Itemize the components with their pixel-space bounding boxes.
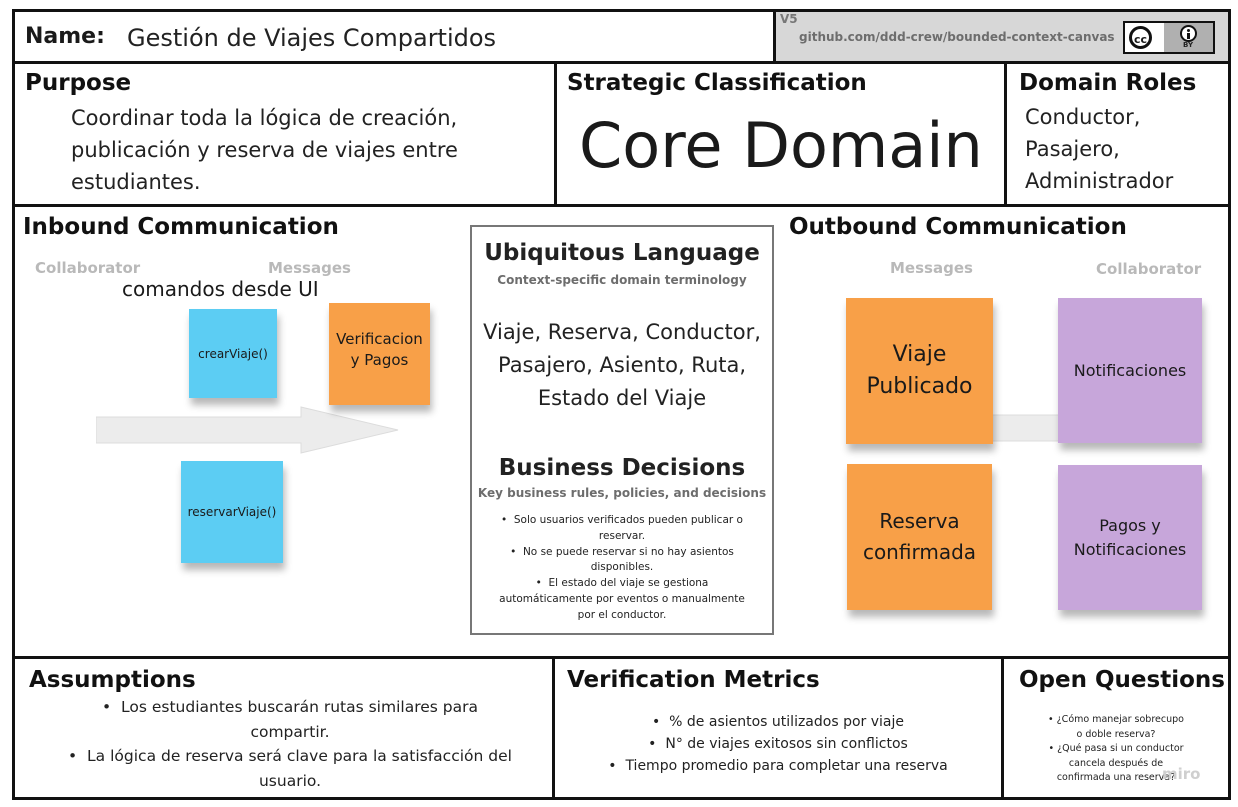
business-decisions-subtitle: Key business rules, policies, and decisi… xyxy=(477,486,767,500)
domain-roles-title: Domain Roles xyxy=(1019,70,1197,96)
strategic-title: Strategic Classification xyxy=(567,70,867,96)
verification-metrics-section: Verification Metrics • % de asientos uti… xyxy=(552,656,1004,800)
sticky-text: Verificacion y Pagos xyxy=(336,330,423,369)
ubiquitous-language-box: Ubiquitous Language Context-specific dom… xyxy=(470,225,774,635)
business-decision-item: • No se puede reservar si no hay asiento… xyxy=(510,545,734,574)
verification-title: Verification Metrics xyxy=(567,667,820,693)
sticky-notificaciones[interactable]: Notificaciones xyxy=(1058,298,1202,443)
attribution-icon xyxy=(1180,25,1197,42)
outbound-title: Outbound Communication xyxy=(789,214,1127,240)
business-decisions-title: Business Decisions xyxy=(498,455,746,481)
term-line: Estado del Viaje xyxy=(537,386,707,410)
inbound-collaborator-label: Collaborator xyxy=(35,259,141,277)
sticky-text: Notificaciones xyxy=(1073,539,1187,559)
open-questions-list[interactable]: • ¿Cómo manejar sobrecupo o doble reserv… xyxy=(1008,713,1224,786)
purpose-section: Purpose Coordinar toda la lógica de crea… xyxy=(12,61,557,207)
sticky-reservar-viaje[interactable]: reservarViaje() xyxy=(181,461,283,563)
inbound-note[interactable]: comandos desde UI xyxy=(120,277,321,301)
name-label: Name: xyxy=(25,24,105,49)
strategic-classification-section: Strategic Classification Core Domain xyxy=(554,61,1007,207)
business-decisions-list[interactable]: • Solo usuarios verificados pueden publi… xyxy=(482,513,762,624)
domain-roles-list[interactable]: Conductor, Pasajero, Administrador xyxy=(1025,101,1173,197)
term-line: Pasajero, Asiento, Ruta, xyxy=(497,353,747,377)
github-link[interactable]: github.com/ddd-crew/bounded-context-canv… xyxy=(799,30,1115,44)
purpose-title: Purpose xyxy=(25,70,132,96)
domain-roles-section: Domain Roles Conductor, Pasajero, Admini… xyxy=(1004,61,1231,207)
sticky-text: Reserva xyxy=(879,509,960,533)
sticky-pagos-notificaciones[interactable]: Pagos y Notificaciones xyxy=(1058,465,1202,610)
outbound-arrow xyxy=(990,414,1070,442)
purpose-line: estudiantes. xyxy=(71,170,201,194)
inbound-title: Inbound Communication xyxy=(23,214,339,240)
name-section: Name: Gestión de Viajes Compartidos xyxy=(12,9,776,64)
open-questions-section: Open Questions • ¿Cómo manejar sobrecupo… xyxy=(1001,656,1231,800)
question-item: • ¿Qué pasa si un conductor cancela desp… xyxy=(1048,743,1184,783)
sticky-viaje-publicado[interactable]: Viaje Publicado xyxy=(846,298,993,444)
outbound-messages-label: Messages xyxy=(890,259,973,277)
sticky-text: crearViaje() xyxy=(198,346,268,361)
assumptions-section: Assumptions • Los estudiantes buscarán r… xyxy=(12,656,555,800)
assumption-item: • La lógica de reserva será clave para l… xyxy=(68,747,512,790)
context-name[interactable]: Gestión de Viajes Compartidos xyxy=(127,24,497,52)
domain-role: Conductor, xyxy=(1025,105,1141,129)
sticky-text: confirmada xyxy=(862,540,977,564)
business-decision-item: • Solo usuarios verificados pueden publi… xyxy=(501,514,743,542)
version-label: V5 xyxy=(780,12,798,26)
inbound-arrow xyxy=(96,406,399,454)
cc-icon: cc xyxy=(1129,26,1152,49)
cc-icon-text: cc xyxy=(1133,33,1148,46)
ubiquitous-terms[interactable]: Viaje, Reserva, Conductor, Pasajero, Asi… xyxy=(472,316,772,415)
metric-item: • N° de viajes exitosos sin conflictos xyxy=(648,736,908,752)
sticky-text: reservarViaje() xyxy=(187,505,277,519)
metric-item: • Tiempo promedio para completar una res… xyxy=(608,758,948,774)
ubiquitous-subtitle: Context-specific domain terminology xyxy=(497,273,747,287)
term-line: Viaje, Reserva, Conductor, xyxy=(483,320,761,344)
sticky-crear-viaje[interactable]: crearViaje() xyxy=(189,309,277,398)
outbound-collaborator-label: Collaborator xyxy=(1096,260,1202,278)
by-text: BY xyxy=(1183,41,1194,49)
sticky-text: Notificaciones xyxy=(1073,361,1187,380)
meta-section: V5 github.com/ddd-crew/bounded-context-c… xyxy=(773,9,1231,64)
purpose-text[interactable]: Coordinar toda la lógica de creación, pu… xyxy=(71,102,458,198)
assumptions-title: Assumptions xyxy=(29,667,196,693)
metric-item: • % de asientos utilizados por viaje xyxy=(652,714,904,730)
inbound-messages-label: Messages xyxy=(268,259,351,277)
open-questions-title: Open Questions xyxy=(1019,667,1225,693)
purpose-line: Coordinar toda la lógica de creación, xyxy=(71,106,458,130)
core-domain-label[interactable]: Core Domain xyxy=(579,109,983,182)
assumption-item: • Los estudiantes buscarán rutas similar… xyxy=(102,698,478,741)
ubiquitous-title: Ubiquitous Language xyxy=(484,240,760,266)
cc-by-badge: cc BY xyxy=(1123,21,1215,54)
sticky-reserva-confirmada[interactable]: Reserva confirmada xyxy=(847,464,992,610)
sticky-verificacion-pagos[interactable]: Verificacion y Pagos xyxy=(329,303,430,405)
domain-role: Pasajero, xyxy=(1025,137,1120,161)
assumptions-list[interactable]: • Los estudiantes buscarán rutas similar… xyxy=(45,695,535,793)
business-decision-item: • El estado del viaje se gestiona automá… xyxy=(499,577,745,621)
by-strip: BY xyxy=(1164,23,1213,52)
domain-role: Administrador xyxy=(1025,169,1174,193)
sticky-text: Pagos y xyxy=(1099,515,1161,535)
miro-watermark: miro xyxy=(1162,765,1201,783)
question-item: • ¿Cómo manejar sobrecupo o doble reserv… xyxy=(1048,714,1184,740)
verification-list[interactable]: • % de asientos utilizados por viaje • N… xyxy=(555,711,1001,777)
sticky-text: Viaje xyxy=(892,342,947,367)
sticky-text: Publicado xyxy=(866,374,973,399)
purpose-line: publicación y reserva de viajes entre xyxy=(71,138,458,162)
